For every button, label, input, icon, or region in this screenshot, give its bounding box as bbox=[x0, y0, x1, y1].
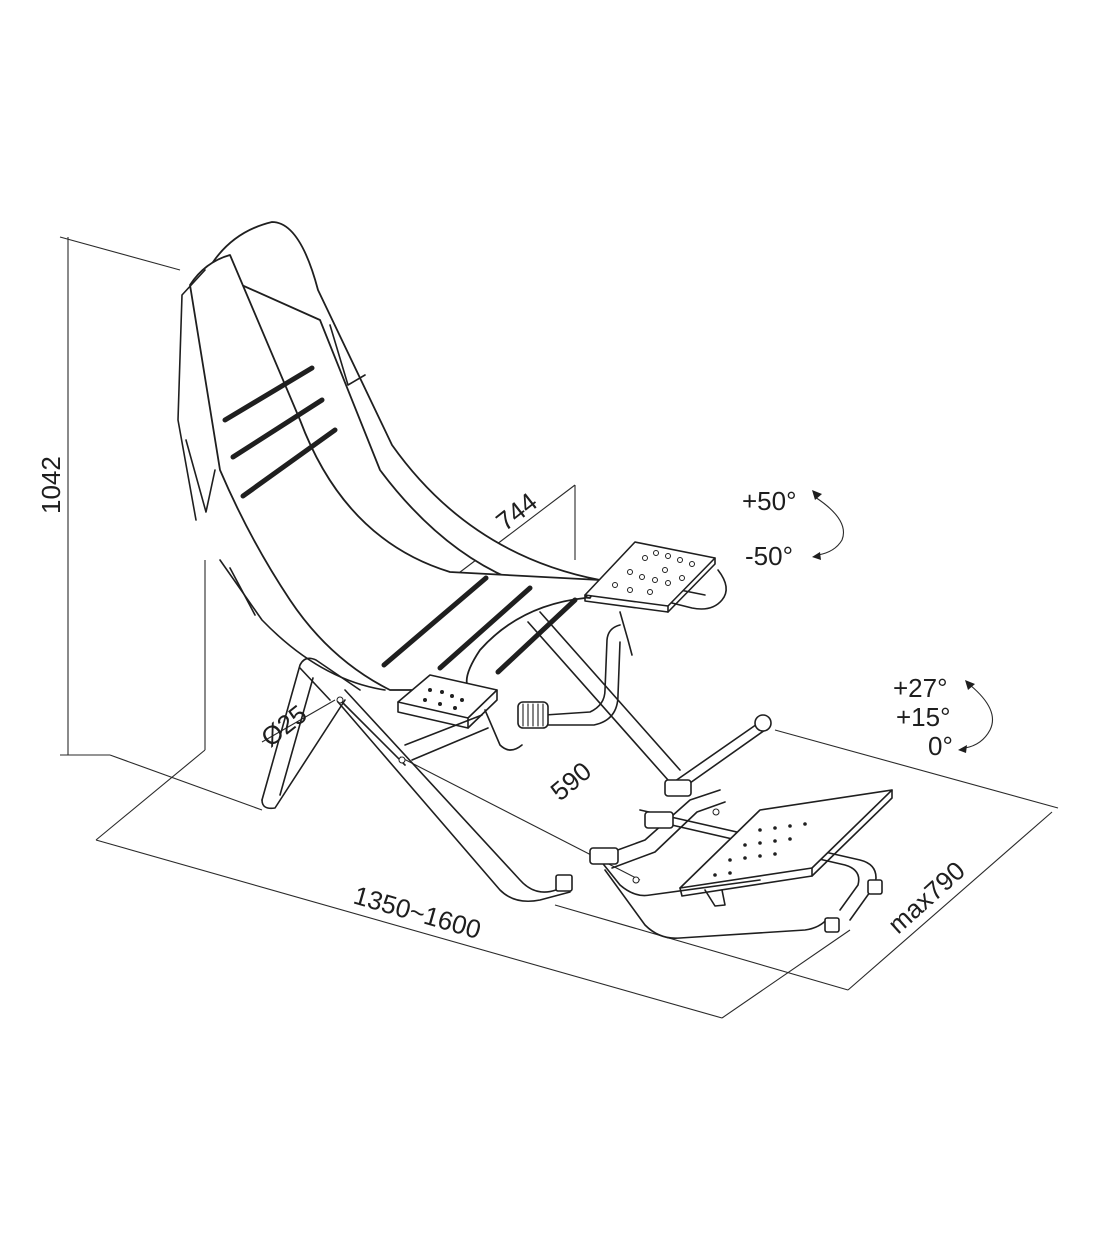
pedal-distance-label: 590 bbox=[545, 756, 598, 807]
pedal-angle-min-label: 0° bbox=[928, 731, 953, 761]
height-dimension bbox=[59, 236, 263, 811]
length-label: 1350~1600 bbox=[350, 880, 484, 945]
wheel-arm bbox=[484, 569, 727, 751]
max-extension-dimension bbox=[554, 729, 1059, 991]
pedal-angle-max-label: +27° bbox=[893, 673, 948, 703]
wheel-angle-down-label: -50° bbox=[745, 541, 793, 571]
height-label: 1042 bbox=[36, 456, 66, 514]
wheel-plate bbox=[584, 541, 716, 613]
pedal-frame bbox=[589, 714, 883, 940]
wheel-angle-up-label: +50° bbox=[742, 486, 797, 516]
wheel-rotation-arrow bbox=[812, 490, 844, 560]
tube-dimension bbox=[261, 699, 336, 743]
tube-diameter-label: Ø25 bbox=[255, 699, 312, 753]
front-frame bbox=[337, 611, 681, 903]
seat-width-label: 744 bbox=[490, 486, 543, 536]
max-extension-label: max790 bbox=[882, 855, 971, 939]
pedal-angle-mid-label: +15° bbox=[896, 702, 951, 732]
seat-bracket bbox=[397, 674, 498, 729]
seat-shell bbox=[177, 221, 601, 691]
pedal-plate bbox=[679, 789, 893, 907]
length-dimension bbox=[95, 560, 851, 1019]
pedal-rotation-arrow bbox=[958, 680, 994, 753]
